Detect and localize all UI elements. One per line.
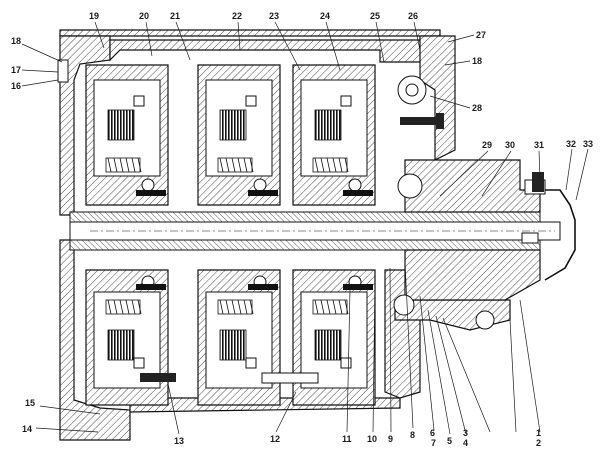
callout-20: 20: [139, 11, 149, 21]
spring-coil: [231, 299, 236, 315]
spring-coil: [219, 299, 224, 315]
spring-coil: [249, 157, 254, 173]
spring-coil: [113, 299, 118, 315]
spring-coil: [131, 157, 136, 173]
bearing-race: [343, 190, 373, 196]
callout-7: 7: [431, 438, 436, 448]
friction-plates: [219, 109, 247, 141]
callout-28: 28: [472, 103, 482, 113]
spring-coil: [119, 299, 124, 315]
callout-27: 27: [476, 30, 486, 40]
spring-coil: [249, 299, 254, 315]
spring-coil: [125, 299, 130, 315]
bearing-race: [343, 284, 373, 290]
callout-5: 5: [447, 436, 452, 446]
spring-coil: [344, 299, 349, 315]
spring-coil: [125, 157, 130, 173]
fasteners: [140, 75, 544, 384]
callout-11: 11: [342, 434, 352, 444]
spring-coil: [225, 157, 230, 173]
callout-13-left: 13: [174, 436, 184, 446]
spring-coil: [320, 299, 325, 315]
friction-plates: [314, 109, 342, 141]
callout-17: 17: [11, 65, 21, 75]
spring-coil: [119, 157, 124, 173]
spring-coil: [237, 157, 242, 173]
callout-21: 21: [170, 11, 180, 21]
seal-ring: [133, 357, 145, 369]
spring-coil: [131, 299, 136, 315]
callout-29: 29: [482, 140, 492, 150]
spring-coil: [314, 157, 319, 173]
leader-lines: [21, 21, 589, 435]
callout-26: 26: [408, 11, 418, 21]
callout-labels: 19 20 21 22 23 24 25 26 27 18 28 18 17 1…: [11, 11, 593, 448]
callout-1: 1: [536, 428, 541, 438]
main-shaft: [69, 211, 561, 251]
spring-coil: [231, 157, 236, 173]
callout-16: 16: [11, 81, 21, 91]
spring-coil: [237, 299, 242, 315]
spring-coil: [320, 157, 325, 173]
output-housing: [404, 159, 576, 301]
callout-8: 8: [410, 430, 415, 440]
friction-plates: [219, 329, 247, 361]
callout-22: 22: [232, 11, 242, 21]
seal-ring: [245, 95, 257, 107]
spring-coil: [113, 157, 118, 173]
callout-30: 30: [505, 140, 515, 150]
seal-ring: [340, 95, 352, 107]
seal-ring: [133, 95, 145, 107]
spring-coil: [344, 157, 349, 173]
spring-coil: [243, 157, 248, 173]
friction-plates: [107, 109, 135, 141]
clutch-packs: [85, 64, 376, 406]
seal-ring: [245, 357, 257, 369]
callout-15: 15: [25, 398, 35, 408]
callout-23: 23: [269, 11, 279, 21]
bearing-race: [136, 284, 166, 290]
callout-9: 9: [388, 434, 393, 444]
seal-ring: [340, 357, 352, 369]
bearing-race: [248, 284, 278, 290]
spring-coil: [225, 299, 230, 315]
spring-coil: [338, 157, 343, 173]
spring-coil: [332, 299, 337, 315]
callout-2: 2: [536, 438, 541, 448]
bearing-ball: [141, 178, 155, 192]
bearing-race: [136, 190, 166, 196]
spring-coil: [338, 299, 343, 315]
callout-19: 19: [89, 11, 99, 21]
callout-33: 33: [583, 139, 593, 149]
callout-31: 31: [534, 140, 544, 150]
spring-coil: [137, 157, 142, 173]
friction-plates: [107, 329, 135, 361]
spring-coil: [243, 299, 248, 315]
callout-18-left: 18: [11, 36, 21, 46]
bearing-ball: [348, 178, 362, 192]
friction-plates: [314, 329, 342, 361]
spring-coil: [326, 157, 331, 173]
callout-24: 24: [320, 11, 330, 21]
callout-10: 10: [367, 434, 377, 444]
bearing-race: [248, 190, 278, 196]
callout-14: 14: [22, 424, 32, 434]
spring-coil: [107, 157, 112, 173]
callout-3: 3: [463, 428, 468, 438]
callout-18-right: 18: [472, 56, 482, 66]
spring-coil: [219, 157, 224, 173]
callout-4: 4: [463, 438, 468, 448]
spring-coil: [314, 299, 319, 315]
spring-coil: [137, 299, 142, 315]
bearing-ball: [253, 178, 267, 192]
spring-coil: [107, 299, 112, 315]
callout-25: 25: [370, 11, 380, 21]
callout-12: 12: [270, 434, 280, 444]
callout-32: 32: [566, 139, 576, 149]
callout-6: 6: [430, 428, 435, 438]
spring-coil: [332, 157, 337, 173]
spring-coil: [326, 299, 331, 315]
